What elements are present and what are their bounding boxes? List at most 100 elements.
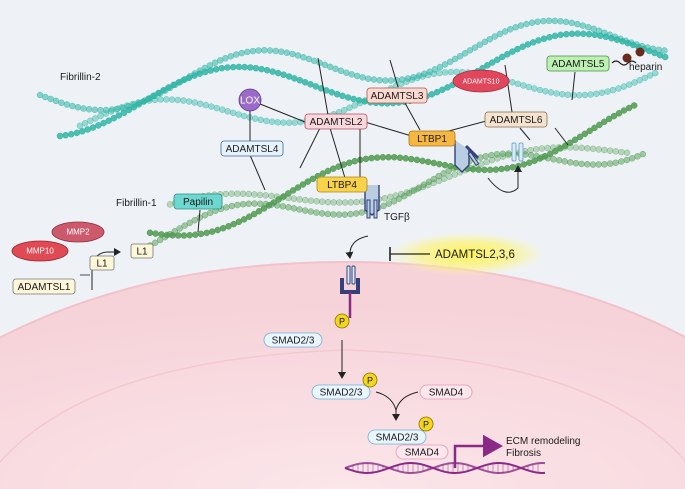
ltbp4-label: LTBP4: [327, 180, 357, 191]
bead: [219, 106, 226, 113]
bead: [211, 59, 219, 67]
bead: [578, 160, 585, 168]
l1-box-b[interactable]: [130, 243, 154, 259]
bead: [629, 41, 637, 49]
bead: [245, 213, 253, 220]
bead: [555, 157, 563, 164]
bead: [244, 48, 251, 56]
tgfb-label: TGFβ: [384, 212, 410, 223]
mmp10-node[interactable]: [11, 240, 69, 262]
ecm-remodeling-label: ECM remodeling: [506, 436, 580, 447]
mmp2-node[interactable]: [51, 221, 105, 243]
bead: [507, 26, 514, 33]
bead: [567, 144, 574, 151]
bead: [540, 17, 547, 25]
bead: [584, 145, 591, 152]
bead: [572, 144, 580, 151]
bead: [499, 53, 506, 61]
bead: [285, 194, 292, 202]
bead: [387, 77, 395, 84]
bead: [430, 159, 438, 167]
bead: [140, 98, 147, 105]
ltbp1-box[interactable]: [408, 130, 456, 147]
smad23-box-cytoplasm[interactable]: [263, 332, 323, 348]
bead: [504, 51, 511, 58]
bead: [261, 47, 268, 54]
l1-box-a[interactable]: [89, 255, 115, 271]
phospho-group-2: P: [362, 372, 378, 388]
bead: [608, 34, 615, 42]
bead: [566, 139, 574, 147]
adamtsl5-label: ADAMTSL5: [552, 59, 605, 70]
bead: [257, 116, 265, 124]
bead: [615, 85, 622, 92]
bead: [224, 64, 231, 71]
bead: [274, 69, 282, 77]
smad4-label-cytoplasm: SMAD4: [429, 388, 464, 399]
adamtsl3-box[interactable]: [366, 87, 428, 104]
bead: [278, 48, 285, 55]
bead: [347, 210, 354, 218]
heparin-chain: [611, 47, 645, 66]
smad23-label-cytoplasm: SMAD2/3: [272, 336, 315, 347]
inhibitor-glow: [387, 232, 547, 276]
lox-node[interactable]: [238, 88, 262, 112]
bead: [180, 232, 188, 239]
bead: [447, 68, 455, 76]
bead: [618, 148, 625, 156]
l1-label-b: L1: [136, 247, 148, 258]
adamtsl6-box[interactable]: [484, 111, 548, 128]
bead: [229, 63, 237, 71]
bead: [272, 47, 279, 55]
bead: [358, 209, 366, 216]
bead: [238, 49, 245, 57]
bead: [591, 31, 598, 39]
bead: [651, 69, 659, 77]
smad23-box-phospho[interactable]: [311, 384, 371, 400]
bead: [337, 67, 345, 75]
bead: [379, 154, 387, 161]
bead: [466, 47, 474, 54]
bead: [362, 155, 370, 163]
bead: [441, 161, 449, 169]
bead: [589, 145, 597, 153]
mmp2-label: MMP2: [66, 228, 90, 237]
bead: [549, 144, 557, 151]
smad23-box-nuclear[interactable]: [367, 429, 427, 445]
bead: [568, 19, 575, 27]
bead: [562, 18, 570, 26]
bead: [279, 203, 287, 210]
bead: [525, 83, 533, 91]
heparin-label: heparin: [629, 62, 662, 73]
bead: [191, 99, 198, 106]
papilin-box[interactable]: [173, 193, 223, 210]
bead: [424, 158, 432, 166]
smad4-box-cytoplasm[interactable]: [419, 384, 473, 400]
bead: [398, 190, 405, 198]
ltbp4-box[interactable]: [316, 176, 368, 193]
bead: [328, 89, 336, 96]
bead: [299, 181, 307, 188]
bead: [580, 30, 587, 38]
bead: [624, 39, 632, 47]
bead: [546, 33, 553, 41]
bead: [373, 154, 381, 161]
adamtsl2-box[interactable]: [304, 113, 368, 130]
bead: [436, 160, 443, 168]
bead: [450, 164, 458, 172]
bead: [618, 158, 625, 165]
bead: [517, 22, 525, 29]
adamts10-node[interactable]: [452, 69, 510, 93]
bead: [535, 37, 542, 44]
adamtsl4-box[interactable]: [220, 140, 284, 157]
lox-label: LOX: [240, 96, 260, 107]
bead: [313, 209, 320, 216]
fibrosis-label: Fibrosis: [506, 448, 541, 459]
bead: [387, 193, 394, 201]
adamtsl1-box[interactable]: [12, 278, 76, 295]
bead: [348, 71, 355, 78]
bead: [496, 30, 504, 38]
bead: [532, 146, 540, 153]
smad4-box-nuclear[interactable]: [395, 444, 449, 460]
adamtsl5-box[interactable]: [546, 55, 610, 72]
